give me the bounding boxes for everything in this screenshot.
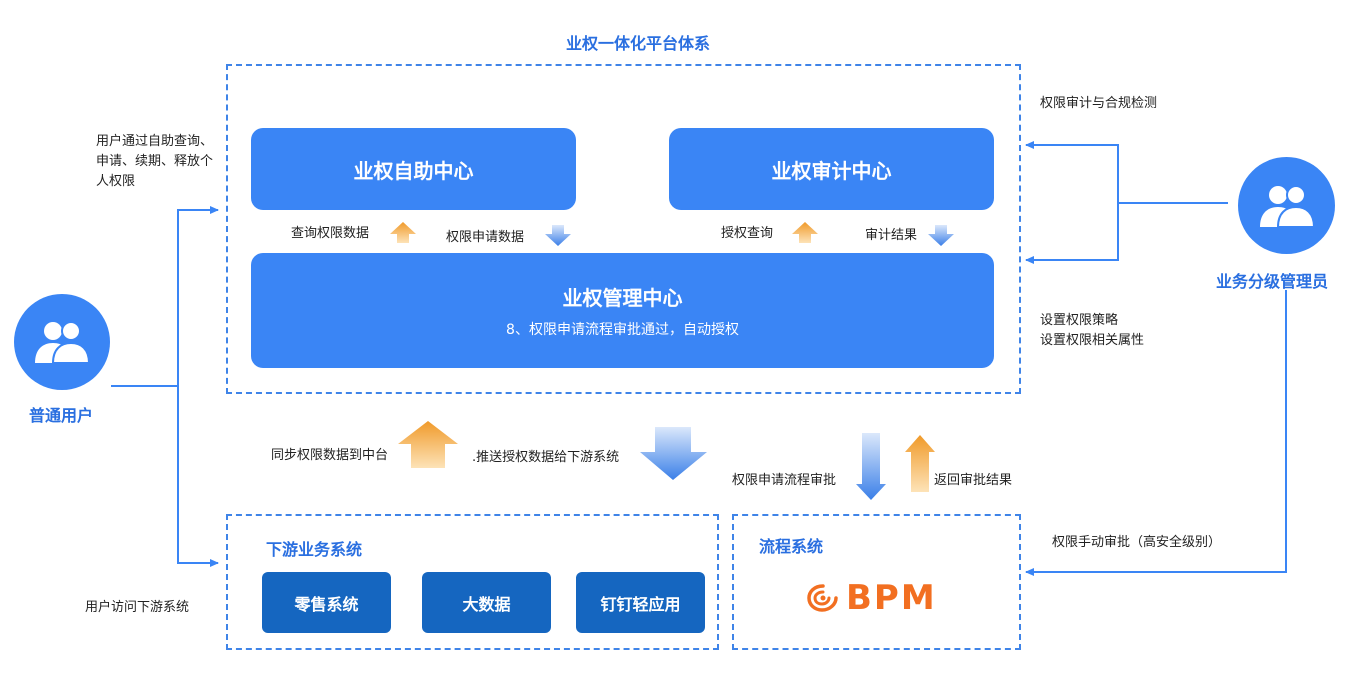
- workflow-title: 流程系统: [759, 537, 824, 556]
- arrow-return-up: [905, 435, 935, 492]
- push-label: .推送授权数据给下游系统: [472, 450, 620, 465]
- apply-perm-label: 权限申请数据: [446, 230, 525, 245]
- admin-audit-line: [1025, 141, 1119, 203]
- auth-query-label: 授权查询: [721, 226, 774, 241]
- self-service-center[interactable]: 业权自助中心: [251, 128, 576, 210]
- admin-label: 业务分级管理员: [1216, 272, 1329, 291]
- system-retail[interactable]: 零售系统: [262, 572, 391, 633]
- sync-label: 同步权限数据到中台: [271, 448, 389, 463]
- downstream-title: 下游业务系统: [266, 540, 363, 559]
- admin-manual-note: 权限手动审批（高安全级别）: [1052, 535, 1222, 550]
- normal-user-avatar[interactable]: [14, 294, 110, 390]
- audit-center-label: 业权审计中心: [771, 158, 892, 183]
- workflow-container: [732, 514, 1021, 650]
- management-center[interactable]: 业权管理中心 8、权限申请流程审批通过，自动授权: [251, 253, 994, 368]
- admin-policy-note-1: 设置权限策略: [1040, 313, 1119, 328]
- system-dingtalk[interactable]: 钉钉轻应用: [576, 572, 705, 633]
- bpm-logo-text: BPM: [846, 578, 937, 618]
- downstream-container: [226, 514, 719, 650]
- self-service-center-label: 业权自助中心: [353, 158, 474, 183]
- arrow-push-down: [640, 427, 707, 480]
- arrow-apply-flow-down: [856, 433, 886, 500]
- system-bigdata[interactable]: 大数据: [422, 572, 551, 633]
- admin-policy-note-2: 设置权限相关属性: [1040, 333, 1145, 348]
- system-retail-label: 零售系统: [294, 594, 359, 614]
- admin-users-icon: [1259, 184, 1315, 228]
- arrow-query-up: [390, 222, 416, 243]
- arrow-authq-up: [792, 222, 818, 243]
- normal-user-note: 用户通过自助查询、申请、续期、释放个人权限: [96, 134, 214, 189]
- platform-title: 业权一体化平台体系: [566, 34, 711, 53]
- bpm-swirl-icon: [807, 584, 838, 612]
- normal-user-label: 普通用户: [29, 406, 94, 425]
- user-access-note: 用户访问下游系统: [85, 600, 190, 615]
- apply-flow-label: 权限申请流程审批: [732, 473, 837, 488]
- audit-center[interactable]: 业权审计中心: [669, 128, 994, 210]
- user-line: [111, 206, 219, 387]
- system-bigdata-label: 大数据: [462, 594, 511, 614]
- system-dingtalk-label: 钉钉轻应用: [600, 594, 681, 614]
- platform-container: [226, 64, 1021, 394]
- management-center-subtitle: 8、权限申请流程审批通过，自动授权: [506, 322, 739, 338]
- query-perm-label: 查询权限数据: [291, 226, 370, 241]
- users-icon: [35, 321, 91, 364]
- admin-avatar[interactable]: [1238, 157, 1335, 254]
- admin-policy-line: [1025, 203, 1119, 264]
- bpm-logo: BPM: [806, 578, 937, 618]
- management-center-title: 业权管理中心: [562, 286, 683, 310]
- user-access-line: [177, 386, 219, 567]
- arrow-audit-down: [928, 225, 954, 246]
- audit-result-label: 审计结果: [865, 228, 918, 243]
- arrow-apply-down: [545, 225, 571, 246]
- arrow-sync-up: [398, 421, 458, 468]
- return-result-label: 返回审批结果: [934, 473, 1013, 488]
- admin-manual-line: [1025, 290, 1287, 576]
- admin-audit-note: 权限审计与合规检测: [1040, 96, 1158, 111]
